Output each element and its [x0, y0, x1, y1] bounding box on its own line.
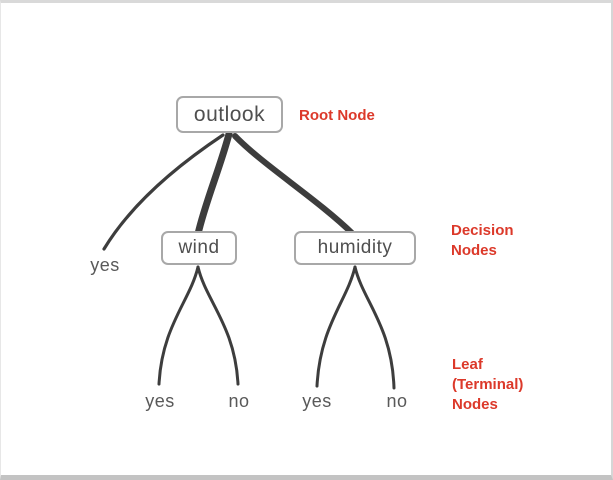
leaf-humidity-yes: yes — [302, 391, 332, 411]
annotation-decision-line-1: Decision — [451, 222, 514, 239]
edge-humidity-to-yes — [315, 265, 357, 388]
annotation-leaf-line-1: Leaf — [452, 356, 483, 373]
annotation-decision-nodes: Decision Nodes — [451, 221, 514, 261]
annotation-decision-line-2: Nodes — [451, 242, 497, 259]
decision-node-wind: wind — [161, 231, 237, 265]
edge-outlook-to-wind — [194, 130, 233, 238]
annotation-root-node: Root Node — [299, 106, 375, 126]
tree-edges — [102, 130, 396, 390]
annotation-root-text: Root Node — [299, 107, 375, 124]
leaf-humidity-no: no — [386, 391, 408, 411]
annotation-leaf-line-2: (Terminal) — [452, 376, 524, 393]
humidity-node-label: humidity — [317, 237, 393, 258]
decision-node-humidity: humidity — [294, 231, 416, 265]
annotation-leaf-line-3: Nodes — [452, 396, 498, 413]
edge-humidity-to-no — [353, 265, 396, 390]
root-node-outlook: outlook — [176, 96, 283, 133]
leaf-wind-no: no — [228, 391, 250, 411]
wind-node-label: wind — [178, 237, 220, 258]
edge-wind-to-no — [196, 265, 240, 386]
leaf-wind-yes: yes — [145, 391, 175, 411]
root-node-label: outlook — [193, 102, 266, 126]
edge-outlook-to-yes — [102, 133, 225, 251]
annotation-leaf-nodes: Leaf (Terminal) Nodes — [452, 355, 523, 415]
edge-wind-to-yes — [157, 265, 200, 386]
edge-outlook-to-humidity — [232, 133, 356, 237]
leaf-outlook-yes: yes — [90, 255, 120, 275]
